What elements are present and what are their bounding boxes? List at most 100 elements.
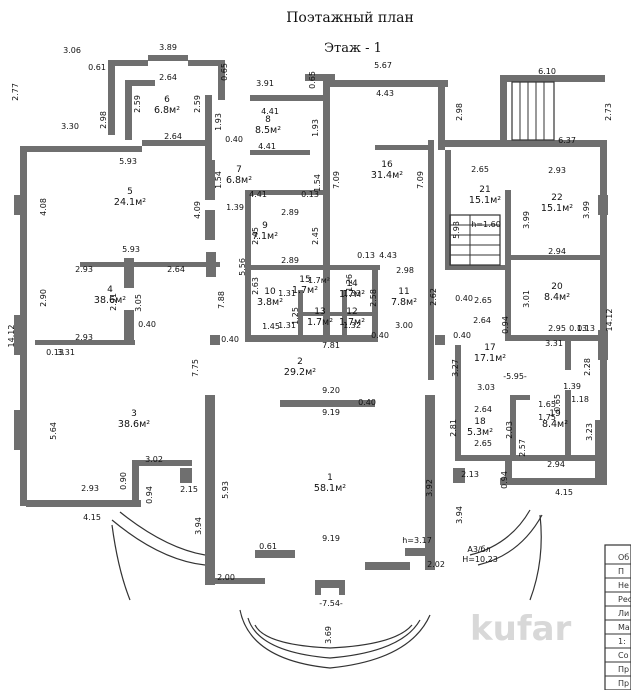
dimension-label: 2.89 (281, 256, 299, 265)
dimension-label: 2.95 (548, 324, 566, 333)
room-area: 15.1м² (469, 195, 501, 206)
dimension-label: 3.92 (425, 479, 434, 497)
dimension-label: 1.45 (262, 322, 280, 331)
dimension-label: 6.10 (538, 67, 556, 76)
dimension-label: 1.31 (278, 289, 296, 298)
dimension-label: 3.00 (395, 321, 413, 330)
dimension-label: 5.64 (49, 422, 58, 440)
dimension-label: h=3.17 (402, 536, 432, 545)
dimension-label: 0.40 (455, 294, 473, 303)
entrance-porches (111, 468, 543, 669)
dimension-label: 2.94 (548, 247, 566, 256)
dimension-label: 6.37 (558, 136, 576, 145)
dimension-label: 2.00 (217, 573, 235, 582)
room-number: 16 (381, 160, 393, 170)
dimension-label: 1.93 (214, 113, 223, 131)
room-area: 7.1м² (252, 231, 278, 242)
dimension-label: 2.90 (39, 289, 48, 307)
title-block-field: Ли (618, 609, 629, 618)
dimension-label: 7.09 (416, 171, 425, 189)
room-number: 15 (299, 275, 310, 285)
dimension-label: 2.45 (251, 227, 260, 245)
room-area: 15.1м² (541, 203, 573, 214)
room-area: 8.5м² (255, 125, 281, 136)
room-number: 18 (474, 417, 486, 427)
dimension-label: 2.59 (193, 95, 202, 113)
dimension-label: 5.93 (122, 245, 140, 254)
dimension-label: 2.98 (396, 266, 414, 275)
dimension-label: 2.64 (473, 316, 491, 325)
dimension-label: 14.12 (7, 325, 16, 348)
dimension-label: 3.03 (477, 383, 495, 392)
dimension-label: 2.64 (167, 265, 185, 274)
dimension-label: 2.62 (429, 288, 438, 306)
dimension-label: 3.99 (522, 211, 531, 229)
dimension-label: 0.65 (308, 71, 317, 89)
dimension-label: A3/бл (467, 545, 490, 554)
dimension-label: 0.40 (221, 335, 239, 344)
dimension-label: 3.06 (63, 46, 81, 55)
room-area: 1.7м² (339, 289, 365, 300)
dimension-label: 3.91 (256, 79, 274, 88)
dimension-label: 2.64 (164, 132, 182, 141)
dimension-label: 14.12 (605, 309, 614, 332)
dimension-label: 1.26 (345, 274, 354, 292)
dimension-label: 0.13 (357, 251, 375, 260)
watermark: kufar (470, 609, 572, 649)
dimension-label: 0.13 (569, 324, 587, 333)
title-block-field: Пр (618, 665, 629, 674)
floor-label: Этаж - 1 (324, 41, 382, 56)
dimension-label: 3.94 (455, 506, 464, 524)
room-area: 31.4м² (371, 170, 403, 181)
dimension-label: 9.19 (322, 534, 340, 543)
dimension-label: 0.40 (453, 331, 471, 340)
room-area: 58.1м² (314, 483, 346, 494)
dimension-label: 1.33 (343, 289, 361, 298)
dimension-label: 7.88 (217, 291, 226, 309)
room-number: 21 (479, 185, 490, 195)
dimension-label: 1.25 (291, 307, 300, 325)
dimension-label: 0.13 (577, 324, 595, 333)
dimension-label: 1.54 (214, 171, 223, 189)
title-block-field: Ма (618, 623, 630, 632)
dimension-label: H=10.23 (462, 555, 498, 564)
dimension-label: 5.67 (374, 61, 392, 70)
dimension-label: 1.7м² (308, 276, 330, 285)
dimension-label: 2.57 (518, 439, 527, 457)
dimension-label: 9.19 (322, 408, 340, 417)
dimension-label: 3.31 (545, 339, 563, 348)
room-area: 7.8м² (391, 297, 417, 308)
dimension-label: h=1.60 (471, 220, 501, 229)
dimension-label: 2.65 (474, 296, 492, 305)
room-area: 1.7м² (307, 317, 333, 328)
dimension-label: 2.65 (474, 439, 492, 448)
room-area: 8.4м² (544, 292, 570, 303)
dimension-label: 7.09 (332, 171, 341, 189)
dimension-label: 1.32 (343, 321, 361, 330)
room-number: 8 (265, 115, 271, 125)
dimension-label: 0.40 (225, 135, 243, 144)
dimension-label: 0.94 (145, 486, 154, 504)
room-number: 2 (297, 357, 303, 367)
dimension-label: 2.93 (548, 166, 566, 175)
title-block-field: Со (618, 651, 629, 660)
dimension-label: 2.64 (159, 73, 177, 82)
plan-title: Поэтажный план (286, 10, 414, 26)
title-block-field: Об (618, 553, 629, 562)
room-number: 12 (346, 307, 357, 317)
dimension-label: 0.65 (553, 394, 562, 412)
dimension-label: 0.40 (358, 398, 376, 407)
room-number: 11 (398, 287, 409, 297)
room-area: 6.8м² (226, 175, 252, 186)
dimension-label: 4.41 (258, 142, 276, 151)
dimension-label: 0.13 (46, 348, 64, 357)
dimension-label: 1.65 (538, 400, 556, 409)
dimension-label: 2.59 (133, 95, 142, 113)
dimension-label: 2.94 (547, 460, 565, 469)
dimension-label: 4.43 (376, 89, 394, 98)
dimension-label: 1.39 (226, 203, 244, 212)
dimension-label: -7.54- (319, 599, 343, 608)
dimension-label: 3.01 (522, 290, 531, 308)
dimension-label: -5.95- (503, 372, 527, 381)
